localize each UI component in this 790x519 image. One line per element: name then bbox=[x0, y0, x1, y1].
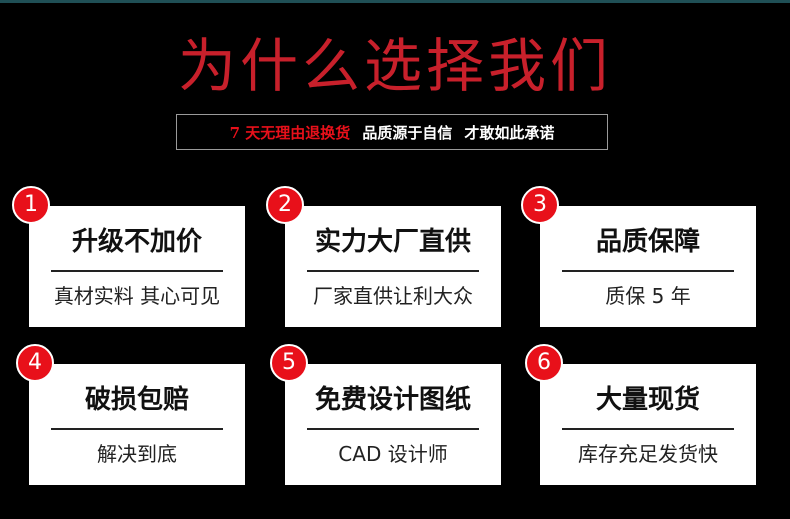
promise-banner: 7 天无理由退换货 品质源于自信 才敢如此承诺 bbox=[176, 114, 608, 150]
card-title: 品质保障 bbox=[595, 227, 700, 257]
number-badge-6: 6 bbox=[525, 344, 563, 382]
number-badge-5: 5 bbox=[270, 344, 308, 382]
top-border-line bbox=[0, 0, 790, 3]
card-divider bbox=[307, 428, 479, 430]
card-divider bbox=[307, 270, 479, 272]
card-description: 解决到底 bbox=[97, 442, 177, 466]
number-badge-2: 2 bbox=[266, 186, 304, 224]
feature-card-upgrade: 升级不加价 真材实料 其心可见 bbox=[29, 206, 245, 327]
card-description: 质保 5 年 bbox=[605, 284, 691, 308]
card-divider bbox=[51, 428, 223, 430]
number-badge-1: 1 bbox=[12, 186, 50, 224]
card-title: 升级不加价 bbox=[71, 227, 202, 257]
number-badge-3: 3 bbox=[521, 186, 559, 224]
page-title: 为什么选择我们 bbox=[177, 32, 612, 100]
card-description: 库存充足发货快 bbox=[578, 442, 718, 466]
quality-text: 品质源于自信 bbox=[362, 123, 453, 142]
card-title: 破损包赔 bbox=[84, 385, 189, 415]
card-title: 大量现货 bbox=[595, 385, 700, 415]
return-policy-text: 7 天无理由退换货 bbox=[229, 123, 351, 142]
number-badge-4: 4 bbox=[16, 344, 54, 382]
feature-card-stock: 大量现货 库存充足发货快 bbox=[540, 364, 756, 485]
card-description: 厂家直供让利大众 bbox=[313, 284, 473, 308]
promise-text: 才敢如此承诺 bbox=[464, 123, 555, 142]
card-title: 实力大厂直供 bbox=[314, 227, 471, 257]
feature-card-factory: 实力大厂直供 厂家直供让利大众 bbox=[285, 206, 501, 327]
card-title: 免费设计图纸 bbox=[314, 385, 471, 415]
card-description: 真材实料 其心可见 bbox=[53, 284, 221, 308]
feature-card-design: 免费设计图纸 CAD 设计师 bbox=[285, 364, 501, 485]
card-divider bbox=[562, 270, 734, 272]
card-divider bbox=[562, 428, 734, 430]
card-divider bbox=[51, 270, 223, 272]
feature-card-quality: 品质保障 质保 5 年 bbox=[540, 206, 756, 327]
feature-card-damage: 破损包赔 解决到底 bbox=[29, 364, 245, 485]
card-description: CAD 设计师 bbox=[338, 442, 448, 466]
